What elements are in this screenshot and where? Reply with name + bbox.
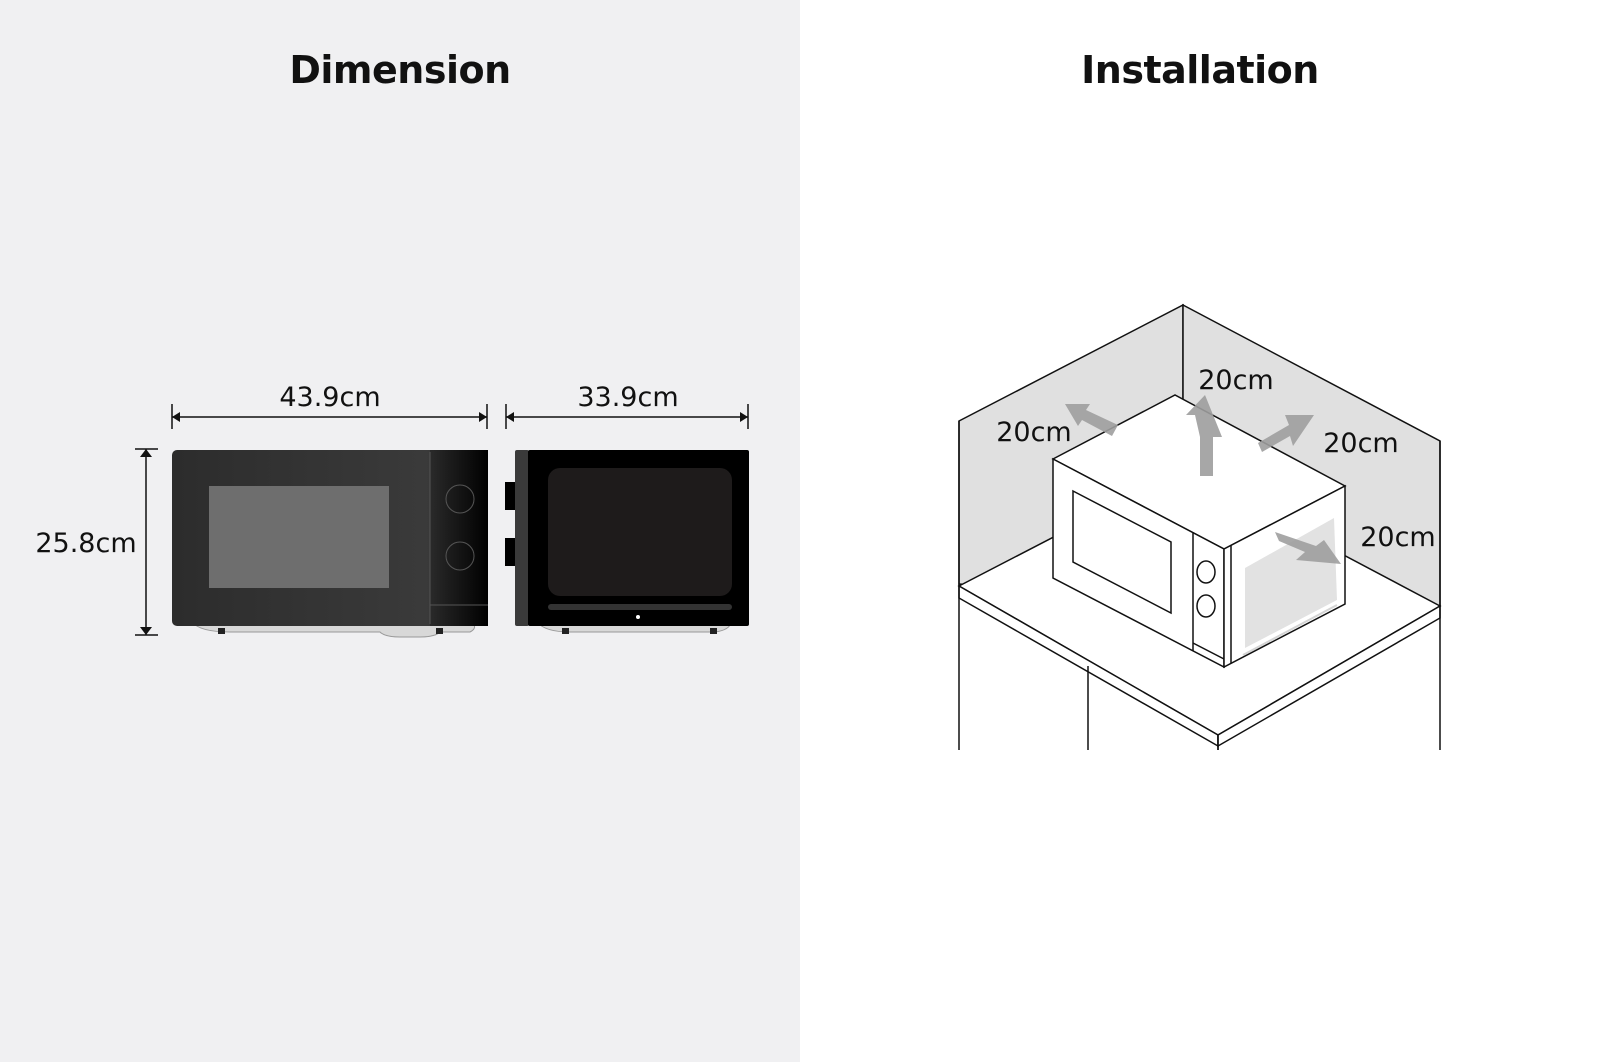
depth-dimension-line xyxy=(505,404,749,429)
height-label: 25.8cm xyxy=(35,528,136,559)
microwave-isometric xyxy=(1051,394,1347,669)
installation-diagram: 20cm 20cm 20cm 20cm xyxy=(957,303,1442,750)
height-dimension-line xyxy=(135,448,158,636)
depth-label: 33.9cm xyxy=(577,382,678,413)
microwave-side-view xyxy=(505,450,749,634)
arrow-left-back xyxy=(1065,404,1118,436)
dimension-panel: Dimension 43.9cm xyxy=(0,0,800,1062)
clearance-right-label: 20cm xyxy=(1360,522,1436,553)
arrow-right-back xyxy=(1258,415,1314,452)
arrow-right-side xyxy=(1275,532,1341,564)
clearance-arrows xyxy=(1065,395,1341,564)
width-dimension-line xyxy=(171,404,488,429)
microwave-front-view xyxy=(172,450,488,638)
clearance-back-label: 20cm xyxy=(1323,428,1399,459)
installation-panel: Installation xyxy=(800,0,1600,1062)
clearance-top-label: 20cm xyxy=(1198,365,1274,396)
clearance-left-label: 20cm xyxy=(996,417,1072,448)
arrow-up xyxy=(1186,395,1222,476)
dimension-diagram: 43.9cm 33.9cm 25.8cm xyxy=(35,382,749,638)
dimension-title: Dimension xyxy=(289,48,511,92)
width-label: 43.9cm xyxy=(279,382,380,413)
installation-title: Installation xyxy=(1081,48,1319,92)
